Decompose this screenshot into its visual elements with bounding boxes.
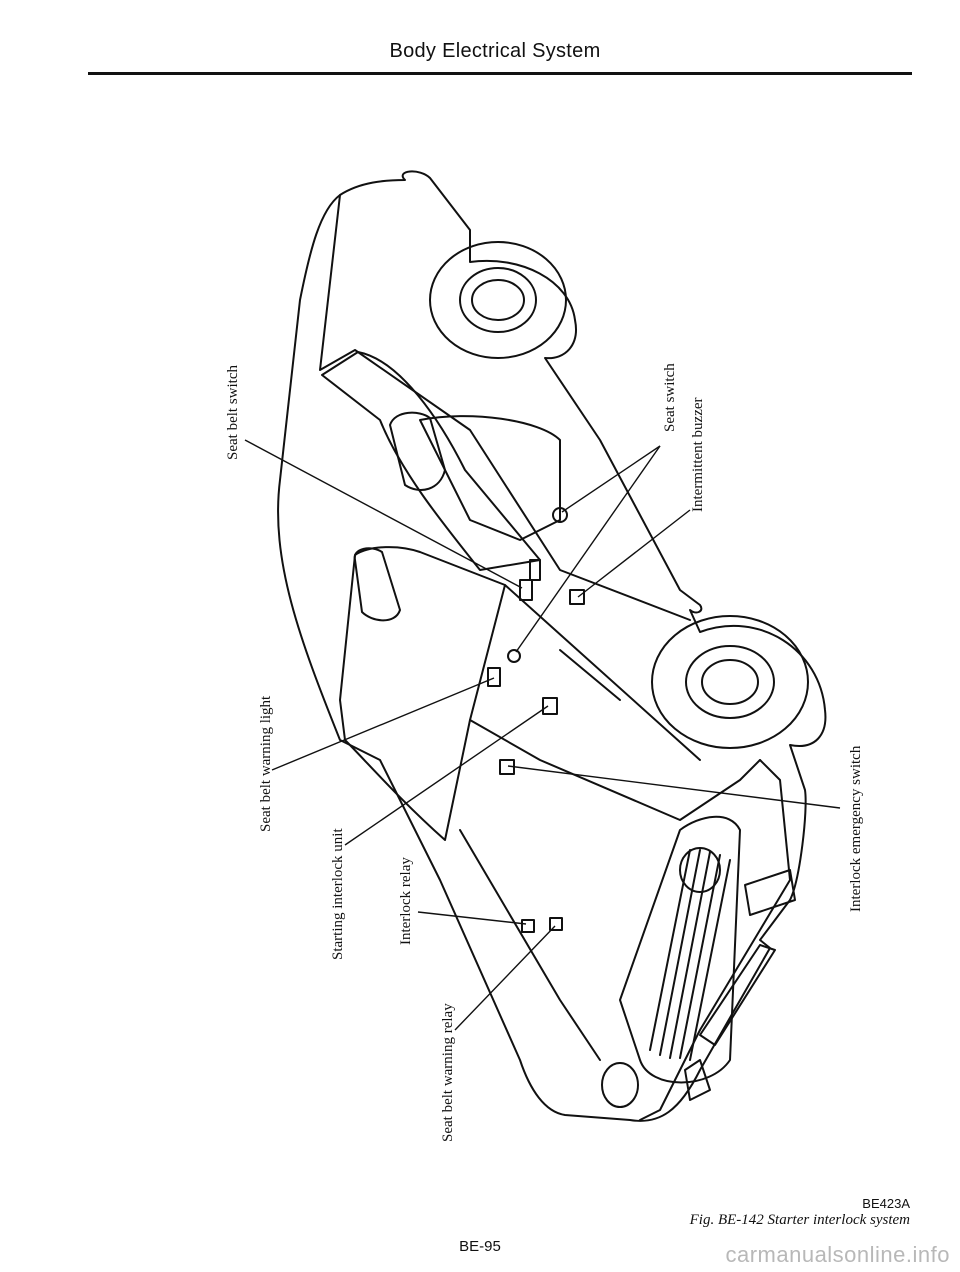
seat-belt-warning-light-marker [487,667,501,687]
label-interlock-relay: Interlock relay [398,857,414,945]
front-wheel [651,615,809,749]
label-seat-belt-warning-light: Seat belt warning light [258,695,274,832]
console [419,415,561,541]
label-seat-belt-switch: Seat belt switch [225,365,241,460]
leader-interlock-relay [417,911,527,925]
figure-caption: Fig. BE-142 Starter interlock system [689,1212,910,1228]
label-interlock-emergency-switch: Interlock emergency switch [848,745,864,912]
leader-seat-switch-b [515,445,661,653]
windshield [339,546,506,841]
leader-seat-belt-switch [244,439,523,589]
leader-seat-belt-warning-relay [454,925,556,1031]
header-rule [88,72,912,75]
rear-window [321,351,541,571]
label-seat-switch: Seat switch [662,363,678,432]
label-intermittent-buzzer: Intermittent buzzer [690,397,706,512]
front-bumper [639,759,791,1121]
leader-seat-switch-a [561,445,661,513]
leader-interlock-emergency-switch [507,765,841,809]
front-grille [619,815,741,1084]
hood [469,719,761,821]
rear-wheel [429,241,567,359]
label-seat-belt-warning-relay: Seat belt warning relay [440,1003,456,1142]
interlock-relay-marker [521,919,535,933]
figure-code: BE423A [862,1196,910,1211]
page-number: BE-95 [459,1238,501,1255]
seat-belt-switch-marker [519,579,533,601]
car-body-outline [277,170,827,1122]
starting-interlock-unit-marker [542,697,558,715]
car-roof [319,194,691,621]
leader-seat-belt-warning-light [271,677,495,771]
label-starting-interlock-unit: Starting interlock unit [330,828,346,960]
seat-belt-warning-relay-marker [549,917,563,931]
leader-intermittent-buzzer [577,509,691,598]
page-title: Body Electrical System [389,40,601,62]
leader-starting-interlock-unit [344,705,549,846]
intermittent-buzzer-marker [569,589,585,605]
front-seat [353,547,401,622]
watermark: carmanualsonline.info [725,1242,950,1267]
seat-switch-marker [552,507,568,523]
